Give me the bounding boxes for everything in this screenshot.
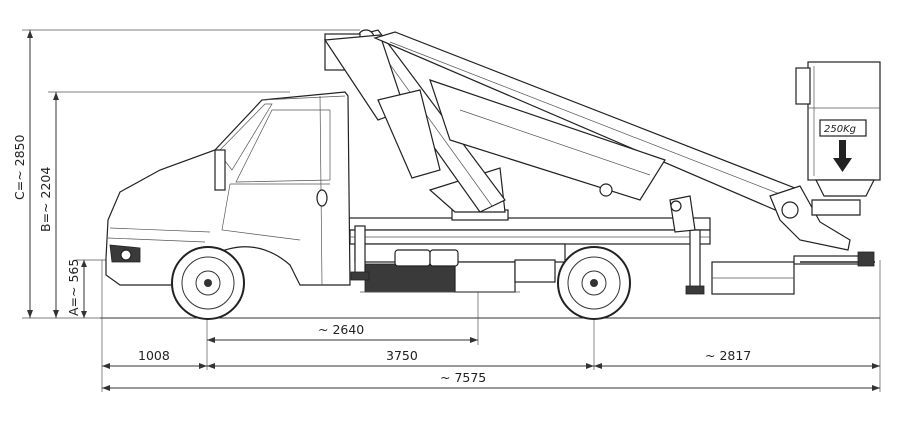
- boom-turret: [323, 29, 509, 221]
- height-b-label: B=~ 2204: [38, 167, 53, 232]
- length-dimensions: ~ 2640 1008 3750 ~ 2817 ~ 7575: [101, 215, 881, 392]
- rear-wheel: [557, 246, 631, 320]
- main-boom: [373, 31, 802, 233]
- capacity-plate: [819, 119, 867, 137]
- wheel-to-turret-label: ~ 2640: [318, 322, 364, 337]
- jib-arm: [769, 185, 875, 267]
- truck-cab: [105, 91, 351, 286]
- height-dimensions: C=~ 2850 B=~ 2204 A=~ 565: [12, 29, 360, 319]
- front-overhang-label: 1008: [138, 348, 170, 363]
- down-arrow-icon: [833, 140, 852, 172]
- work-basket: 250Kg: [795, 61, 881, 197]
- height-a-label: A=~ 565: [66, 259, 81, 316]
- capacity-label: 250Kg: [824, 124, 856, 135]
- rear-overhang-label: ~ 2817: [705, 348, 751, 363]
- front-wheel: [171, 246, 245, 320]
- total-length-label: ~ 7575: [440, 370, 486, 385]
- truck-chassis: [339, 217, 872, 295]
- wheelbase-label: 3750: [386, 348, 418, 363]
- height-c-label: C=~ 2850: [12, 134, 27, 200]
